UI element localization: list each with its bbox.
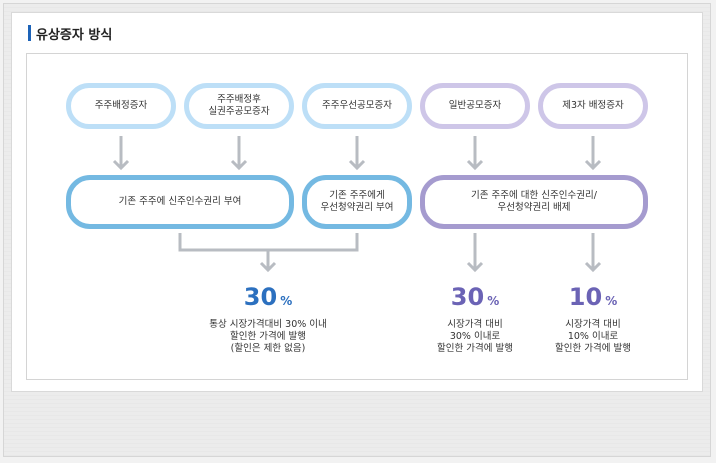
box-label: 우선청약권리 배제 (497, 202, 571, 213)
desc-line: 10% 이내로 (567, 331, 619, 342)
box-label: 실권주공모증자 (208, 106, 270, 117)
discount-desc-3: 시장가격 대비 10% 이내로 할인한 가격에 발행 (538, 319, 648, 355)
box-label: 기존 주주에 신주인수권리 부여 (118, 196, 242, 207)
discount-unit: % (280, 294, 293, 308)
box-third-party: 제3자 배정증자 (538, 83, 648, 129)
desc-line: 할인한 가격에 발행 (230, 331, 306, 342)
box-label: 주주배정후 (217, 94, 261, 105)
box-exclude-rights: 기존 주주에 대한 신주인수권리/우선청약권리 배제 (420, 175, 648, 229)
box-grant-subscription-rights: 기존 주주에 신주인수권리 부여 (66, 175, 294, 229)
box-label: 우선청약권리 부여 (320, 202, 394, 213)
box-label: 주주우선공모증자 (322, 100, 392, 111)
desc-line: 시장가격 대비 (565, 319, 621, 330)
discount-limit-2: 30% (425, 283, 525, 311)
box-label: 기존 주주에 대한 신주인수권리/ (471, 190, 597, 201)
box-shareholder-priority: 주주우선공모증자 (302, 83, 412, 129)
discount-desc-2: 시장가격 대비 30% 이내로 할인한 가격에 발행 (420, 319, 530, 355)
discount-limit-3: 10% (543, 283, 643, 311)
discount-value: 30 (243, 283, 278, 311)
discount-value: 10 (568, 283, 603, 311)
box-rights-offering: 주주배정증자 (66, 83, 176, 129)
desc-line: 30% 이내로 (449, 331, 501, 342)
box-label: 제3자 배정증자 (562, 100, 624, 111)
desc-line: 통상 시장가격대비 30% 이내 (209, 319, 327, 330)
title-accent-bar (28, 25, 31, 41)
box-label: 주주배정증자 (94, 100, 148, 111)
desc-line: 할인한 가격에 발행 (555, 343, 631, 354)
discount-desc-1: 통상 시장가격대비 30% 이내 할인한 가격에 발행 (할인은 제한 없음) (178, 319, 358, 355)
desc-line: (할인은 제한 없음) (230, 343, 306, 354)
box-label: 일반공모증자 (448, 100, 502, 111)
discount-value: 30 (450, 283, 485, 311)
desc-line: 할인한 가격에 발행 (437, 343, 513, 354)
box-general-public: 일반공모증자 (420, 83, 530, 129)
discount-unit: % (487, 294, 500, 308)
page-title: 유상증자 방식 (36, 28, 113, 43)
desc-line: 시장가격 대비 (447, 319, 503, 330)
discount-unit: % (605, 294, 618, 308)
box-label: 기존 주주에게 (329, 190, 385, 201)
discount-limit-1: 30% (218, 283, 318, 311)
